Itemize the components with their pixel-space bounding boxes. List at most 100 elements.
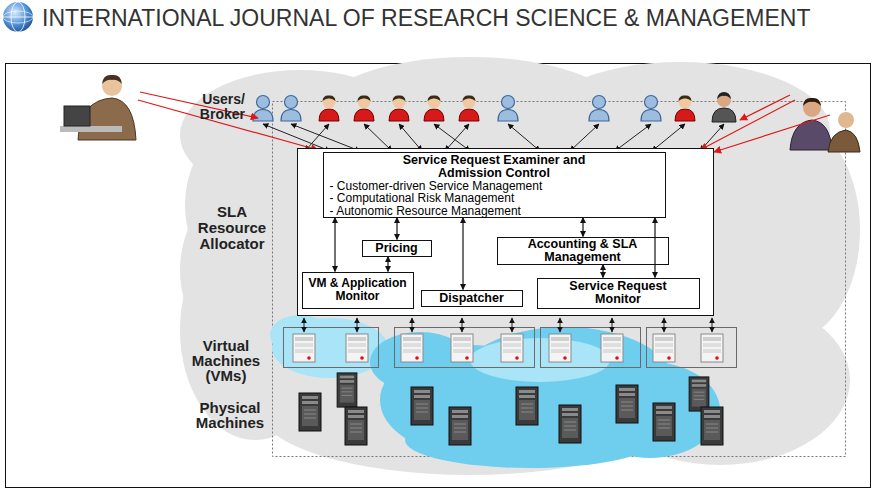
user-icon [424,95,444,121]
dotted-boundary [273,102,846,457]
vm-arrows [304,318,712,332]
vm-icon [601,334,623,362]
examiner-box: Service Request Examiner and Admission C… [323,152,666,218]
person-body [790,120,832,150]
vm-icon [501,334,523,362]
desk [60,126,122,132]
box-label: Accounting & SLA Management [500,238,665,264]
vm-icon [549,334,571,362]
request-arrow [615,124,651,151]
vm-arrow [462,318,463,332]
user-icon [354,95,374,121]
box-label: Pricing [375,242,417,255]
broker-arrow [740,95,790,120]
vm-arrow [712,318,713,332]
person-head [717,93,731,107]
vm-arrow [664,318,665,332]
process-box: Pricing [362,240,432,257]
box-label: VM & Application Monitor [303,277,413,303]
person-body [712,108,736,122]
blue-cloud [270,315,388,378]
server-tower [701,407,723,445]
grey-cloud [180,57,860,475]
process-box: VM & Application Monitor [302,272,414,309]
vm-arrow [612,318,613,332]
server-tower [653,403,675,441]
user-icon [675,95,695,121]
request-arrow [652,124,685,151]
bullet-item: - Autonomic Resource Management [324,205,665,218]
request-arrow [291,124,360,151]
box-heading: Service Request Examiner and Admission C… [384,154,604,180]
request-arrow [508,124,540,151]
vm-arrow [560,318,561,332]
box-label: Dispatcher [439,292,504,305]
vm-group [395,328,535,368]
group-label: Virtual Machines (VMs) [186,338,266,383]
group-label: Physical Machines [190,400,270,430]
request-arrow [434,124,470,151]
vm-arrow [357,318,358,332]
request-arrow [700,124,724,151]
request-arrow [570,124,599,151]
process-box: Dispatcher [421,290,523,307]
globe-equator [3,17,33,18]
vm-group [284,328,379,368]
server-tower [559,405,581,443]
vm-group [541,328,641,368]
vm-arrow [512,318,513,332]
user-icon [498,96,518,122]
vm-icon [346,334,368,362]
person-hair [102,75,122,84]
group-label: SLA Resource Allocator [188,204,276,252]
broker-person [60,75,136,140]
computer-screen [64,106,90,126]
blue-cloud [370,327,720,468]
server-tower [616,385,638,423]
server-tower [345,407,367,445]
user-icon [281,96,301,122]
server-tower [516,387,538,425]
globe-parallel [3,11,33,23]
cloud-part [185,125,305,285]
vm-icon [401,334,423,362]
request-arrow [399,124,422,151]
user-icon [389,95,409,121]
group-label: Users/ Broker [183,92,245,122]
broker-arrow [700,100,795,150]
allocator-box: SLA Resource AllocatorService Request Ex… [297,148,714,316]
vm-arrow [304,318,305,332]
server-tower [411,387,433,425]
vm-group [647,328,737,368]
user-icon [319,95,339,121]
user-icon [712,92,736,122]
journal-header: INTERNATIONAL JOURNAL OF RESEARCH SCIENC… [42,5,877,31]
globe-logo [3,2,33,32]
user-icon [459,95,479,121]
bullet-item: - Computational Risk Management [324,192,665,205]
process-box: Accounting & SLA Management [497,237,669,265]
request-arrow [445,124,469,151]
user-arrows [263,124,724,151]
vm-icon [701,334,723,362]
person-hair [717,92,731,99]
server-tower [337,373,357,407]
vm-icon [653,334,675,362]
broker-arrows [138,92,830,152]
vm-icon [293,334,315,362]
person-head [838,112,854,128]
person-body [828,130,860,152]
process-box: Service Request Monitor [537,278,700,309]
broker-arrow [714,115,830,152]
server-tower [299,393,321,431]
user-icon [589,96,609,122]
vm-groups [284,328,737,368]
box-label: Service Request Monitor [558,280,678,306]
server-tower [689,377,709,411]
bullet-item: - Customer-driven Service Management [324,180,665,193]
vm-arrow [412,318,413,332]
person-hair [803,98,821,106]
vm-icon [451,334,473,362]
server-tower [449,407,471,445]
